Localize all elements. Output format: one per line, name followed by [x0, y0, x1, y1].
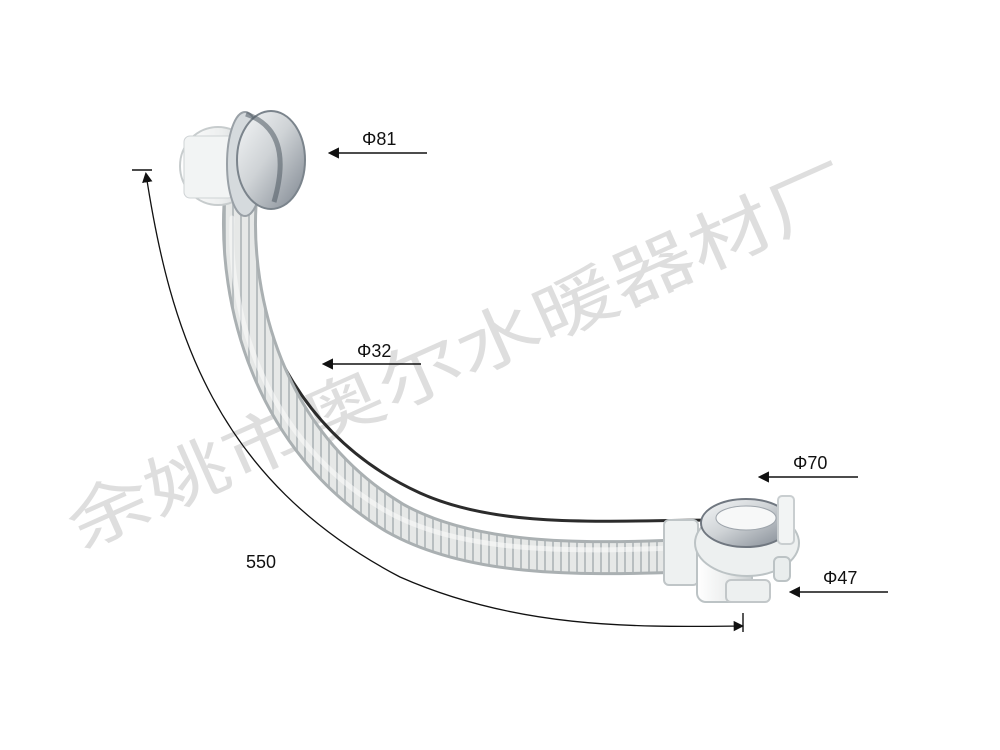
dimension-label-hose: Φ32: [357, 341, 391, 361]
dimension-annotations: Φ81 Φ32 Φ70 Φ47 550: [132, 129, 888, 632]
dimension-label-hose-length: 550: [246, 552, 276, 572]
arc-dimension-icon: [142, 171, 745, 632]
dimension-label-top-cap: Φ81: [362, 129, 396, 149]
dimension-outlet: Φ47: [788, 568, 888, 598]
dimension-label-outlet: Φ47: [823, 568, 857, 588]
dimension-drain-cap: Φ70: [757, 453, 858, 483]
dimension-top-cap: Φ81: [327, 129, 427, 159]
dimension-hose-length: 550: [132, 169, 745, 632]
dimension-label-drain-cap: Φ70: [793, 453, 827, 473]
drain-fitting: [663, 495, 800, 603]
overflow-fitting: [179, 110, 306, 217]
